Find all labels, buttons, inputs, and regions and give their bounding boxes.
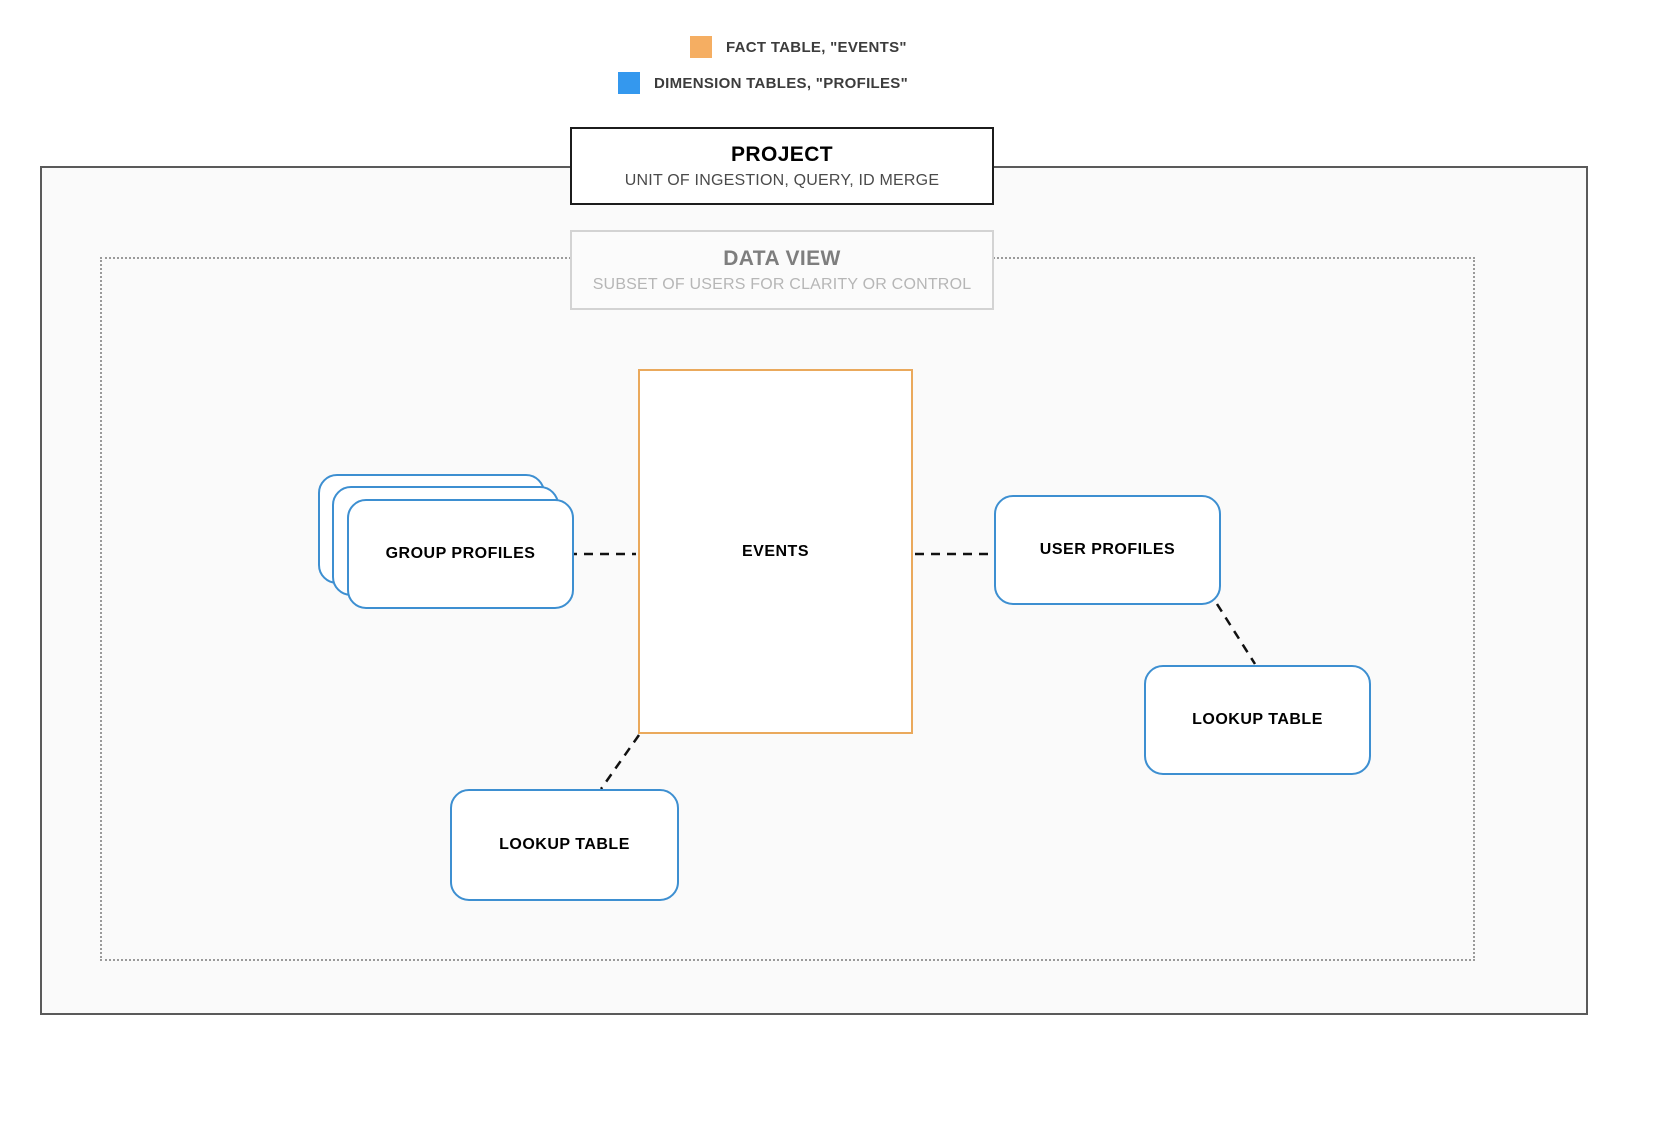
node-lookup-table-right[interactable]: LOOKUP TABLE <box>1144 665 1371 775</box>
node-lookup-table-left-label: LOOKUP TABLE <box>499 836 630 853</box>
legend-item-fact-table: FACT TABLE, "EVENTS" <box>690 36 907 58</box>
legend-label-fact-table: FACT TABLE, "EVENTS" <box>726 38 907 56</box>
legend-item-dimension-tables: DIMENSION TABLES, "PROFILES" <box>618 72 908 94</box>
node-events[interactable]: EVENTS <box>638 369 913 734</box>
node-events-label: EVENTS <box>741 542 809 560</box>
project-title: PROJECT <box>731 142 833 166</box>
node-group-profiles[interactable]: GROUP PROFILES <box>318 474 574 610</box>
node-group-profiles-label: GROUP PROFILES <box>385 545 536 562</box>
data-view-title: DATA VIEW <box>723 246 841 270</box>
project-title-box: PROJECT UNIT OF INGESTION, QUERY, ID MER… <box>570 127 994 205</box>
legend-swatch-dimension-tables <box>618 72 640 94</box>
data-view-subtitle: SUBSET OF USERS FOR CLARITY OR CONTROL <box>592 275 972 293</box>
node-lookup-table-left[interactable]: LOOKUP TABLE <box>450 789 679 901</box>
node-lookup-table-right-label: LOOKUP TABLE <box>1192 711 1323 728</box>
node-user-profiles[interactable]: USER PROFILES <box>994 495 1221 605</box>
node-user-profiles-label: USER PROFILES <box>1039 541 1176 558</box>
legend-label-dimension-tables: DIMENSION TABLES, "PROFILES" <box>654 74 909 92</box>
data-view-title-box: DATA VIEW SUBSET OF USERS FOR CLARITY OR… <box>570 230 994 310</box>
legend-swatch-fact-table <box>690 36 712 58</box>
project-subtitle: UNIT OF INGESTION, QUERY, ID MERGE <box>624 171 940 189</box>
group-profiles-card-front[interactable]: GROUP PROFILES <box>347 499 574 609</box>
